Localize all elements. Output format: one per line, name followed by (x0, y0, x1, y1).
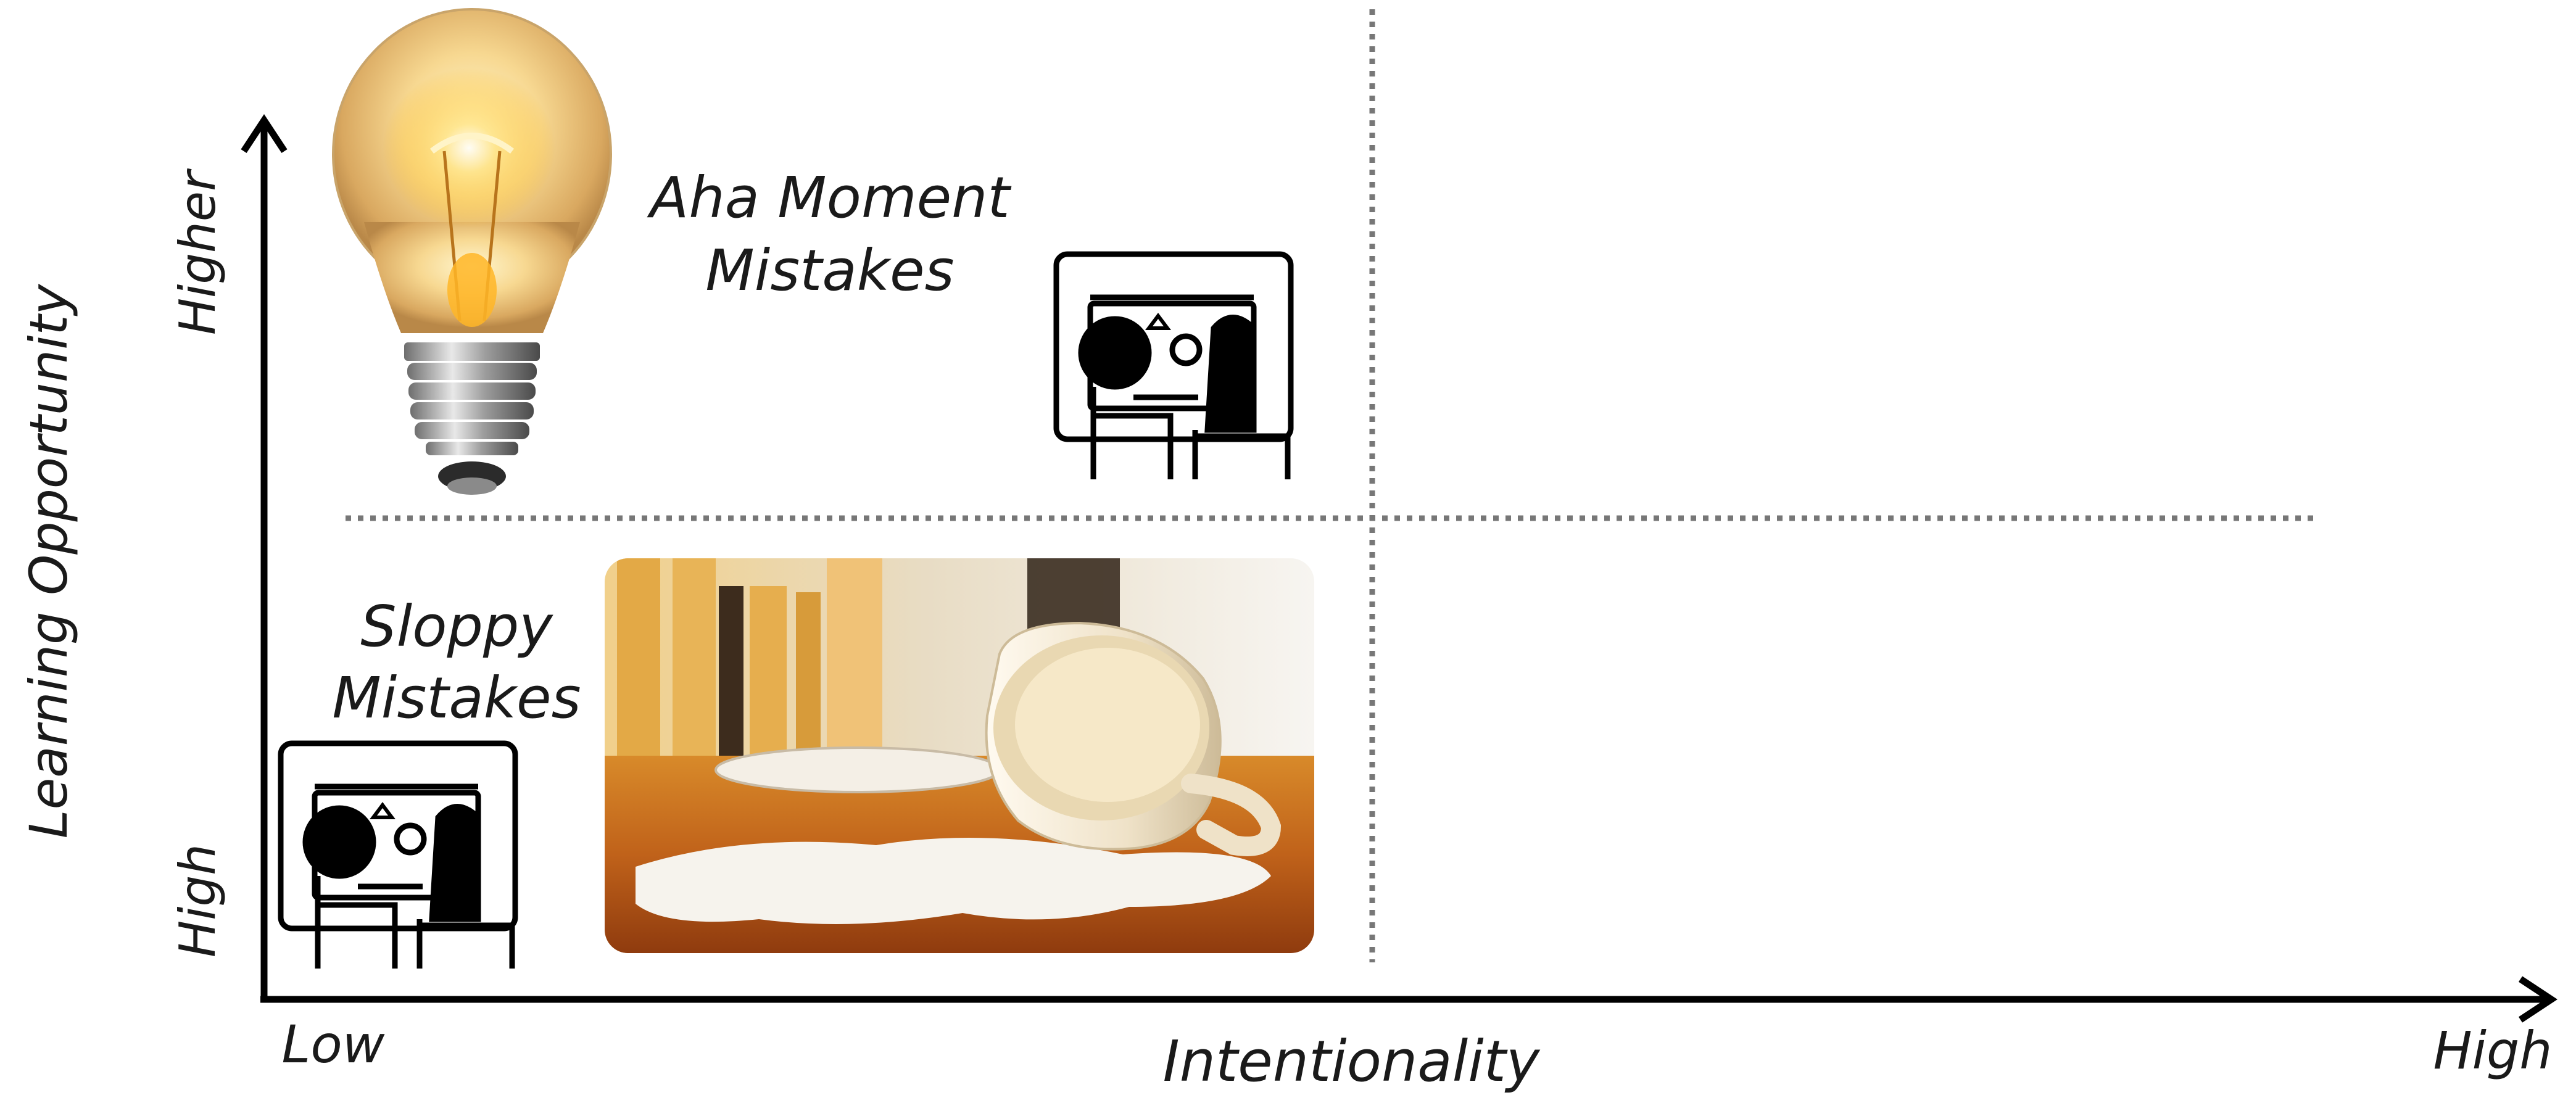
x-axis-high-label: High (2433, 1020, 2552, 1081)
y-axis-high-label: Higher (169, 168, 226, 335)
light-bulb-icon (333, 9, 611, 495)
aha-moment-title-line2: Mistakes (705, 238, 954, 304)
two-people-at-computer-icon (281, 743, 515, 969)
x-axis (260, 979, 2551, 1020)
aha-moment-title-line1: Aha Moment (647, 165, 1011, 231)
y-axis-low-label: High (169, 844, 226, 957)
two-people-at-computer-icon (1056, 254, 1291, 479)
y-axis-title: Learning Opportunity (19, 284, 79, 839)
sloppy-title-line1: Sloppy (360, 593, 553, 659)
x-axis-low-label: Low (282, 1014, 385, 1075)
sloppy-title-line2: Mistakes (332, 665, 581, 731)
x-axis-title: Intentionality (1163, 1028, 1541, 1094)
spilled-cup-photo (605, 558, 1314, 953)
